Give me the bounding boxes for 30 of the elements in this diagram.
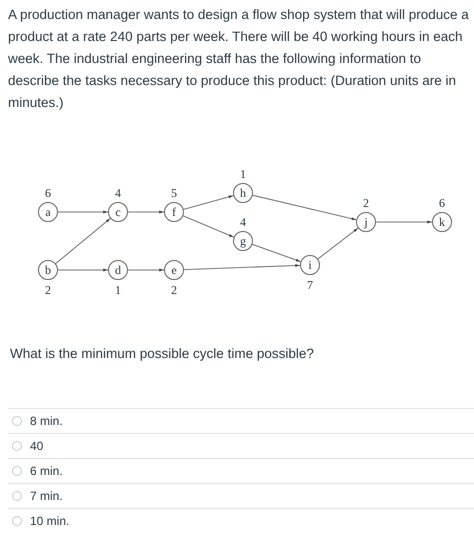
arrow (318, 228, 358, 260)
answer-option: 7 min. (30, 487, 63, 505)
arrow (58, 268, 108, 272)
duration-label: 1 (240, 168, 246, 180)
arrow (184, 264, 300, 270)
answer-option: 8 min. (30, 412, 63, 430)
arrow (252, 244, 301, 262)
arrow (58, 210, 108, 214)
arrow (128, 210, 164, 214)
arrow (55, 218, 111, 264)
duration-label: 4 (240, 216, 246, 228)
answer-option: 6 min. (30, 462, 63, 480)
duration-label: 5 (171, 187, 177, 199)
duration-label: 6 (439, 197, 445, 209)
question-text: What is the minimum possible cycle time possible? (10, 345, 314, 363)
duration-label: 6 (45, 187, 51, 199)
arrow (128, 268, 164, 272)
duration-label: 2 (45, 284, 51, 296)
arrow (376, 220, 432, 224)
arrow (182, 215, 234, 238)
duration-label: 1 (115, 284, 121, 296)
duration-label: 4 (115, 187, 121, 199)
problem-statement: A production manager wants to design a flow shop system that will produce a product at a rate 240 parts per week. There will be 40 working hours in each week. The industrial engineering staff has the following information to describe the tasks necessary to produce this product: (Duration units are in minutes.) (8, 6, 470, 112)
arrow (183, 195, 234, 210)
answer-option: 10 min. (30, 512, 70, 530)
duration-label: 7 (307, 279, 313, 291)
answer-option: 40 (30, 437, 44, 455)
duration-label: 2 (363, 197, 369, 209)
arrow (252, 194, 357, 220)
duration-label: 2 (171, 284, 177, 296)
